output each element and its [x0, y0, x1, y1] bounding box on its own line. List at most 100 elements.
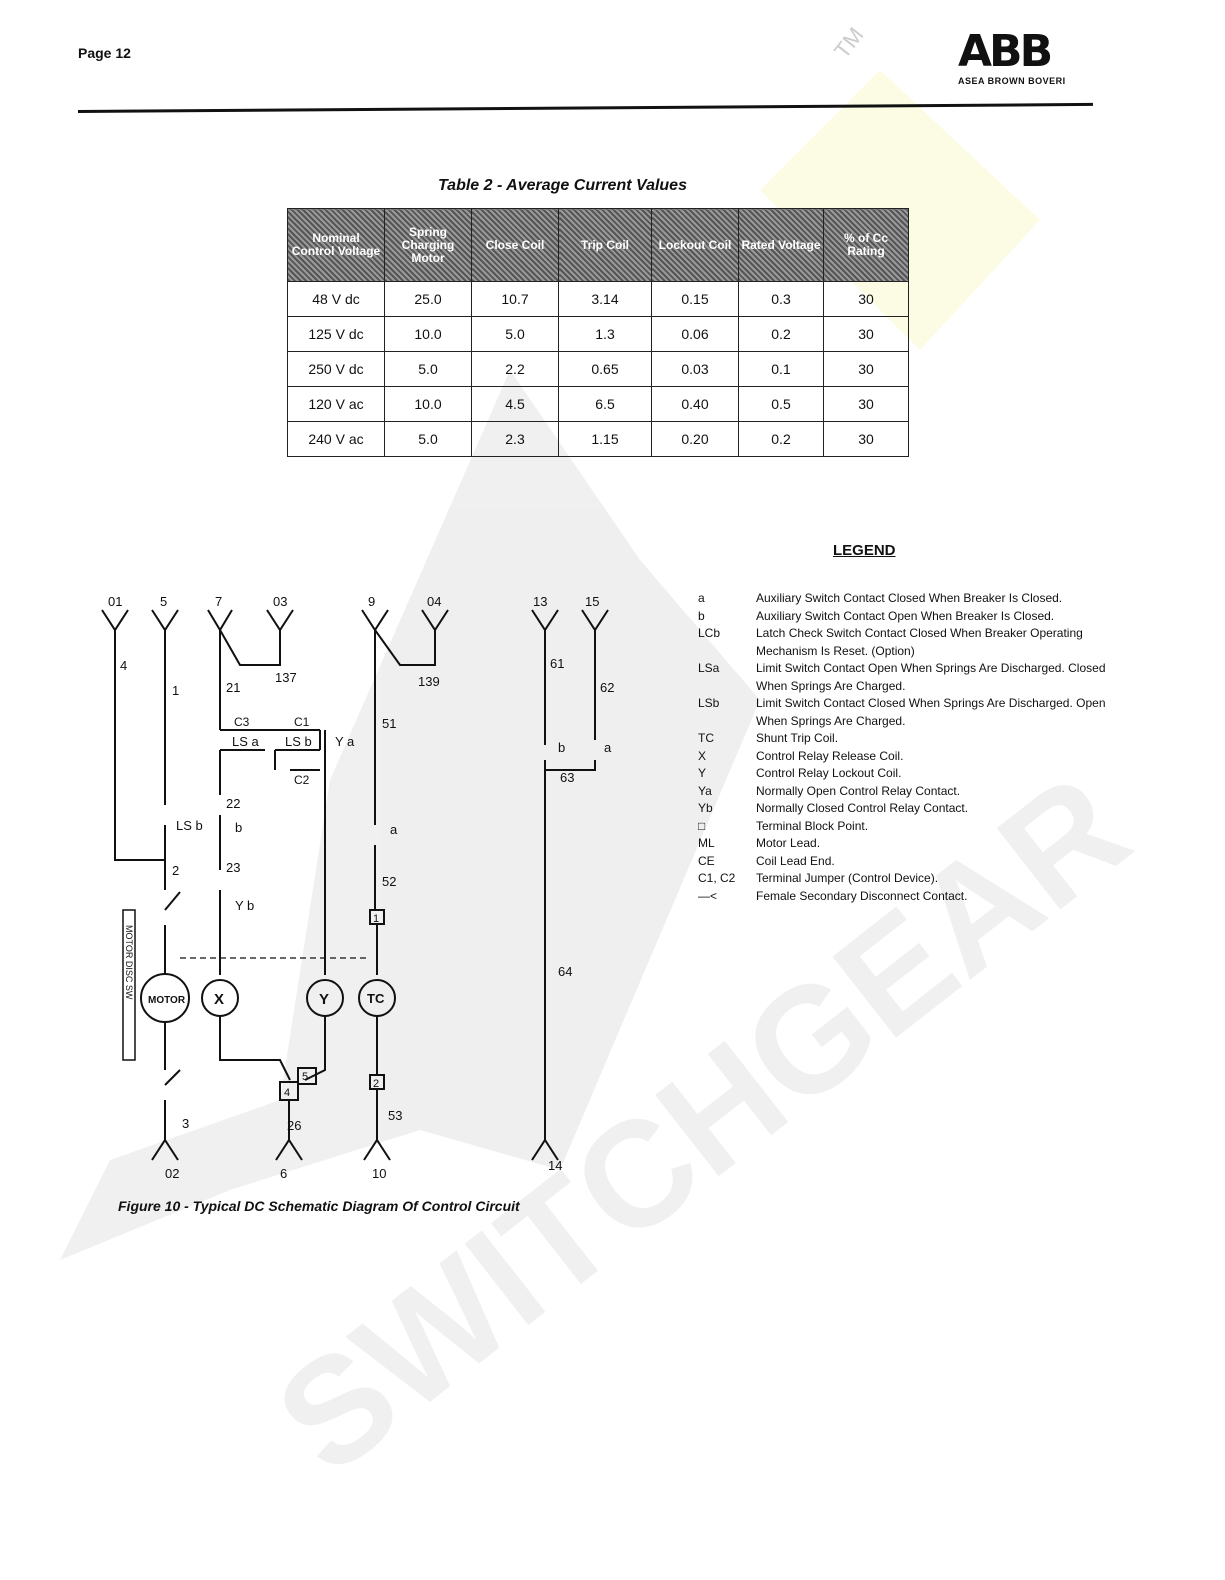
table-cell: 0.65: [558, 351, 652, 387]
contact-label: LS a: [232, 734, 260, 749]
table-cell: 0.15: [651, 281, 739, 317]
legend-key: Ya: [698, 783, 712, 798]
block-label: 2: [373, 1078, 379, 1090]
table-cell: 0.5: [738, 386, 824, 422]
legend-item: LSa Limit Switch Contact Open When Spring…: [698, 660, 1118, 695]
legend-key: LSa: [698, 661, 720, 675]
col-header: Close Coil: [471, 208, 559, 282]
table-header-row: Nominal Control Voltage Spring Charging …: [287, 208, 909, 282]
table-cell: 30: [823, 386, 909, 422]
table-cell: 30: [823, 281, 909, 317]
legend-desc: Normally Closed Control Relay Contact.: [756, 801, 969, 815]
table-cell: 0.3: [738, 281, 824, 317]
table-cell: 3.14: [558, 281, 652, 317]
contact-label: b: [558, 740, 565, 755]
block-label: 1: [373, 913, 379, 925]
legend-key: LCb: [698, 626, 721, 640]
table-cell: 5.0: [471, 316, 559, 352]
legend-desc: Female Secondary Disconnect Contact.: [756, 888, 968, 903]
col-header: Nominal Control Voltage: [287, 208, 385, 282]
terminal-label: 02: [165, 1166, 179, 1180]
col-header: Lockout Coil: [651, 208, 739, 282]
wire-label: 4: [120, 658, 127, 673]
table-row: 120 V ac 10.0 4.5 6.5 0.40 0.5 30: [287, 386, 909, 422]
motor-disc-sw-label: MOTOR DISC SW: [124, 925, 134, 1000]
wire-label: 22: [226, 796, 240, 811]
legend-desc: Limit Switch Contact Open When Springs A…: [756, 661, 1106, 693]
wire-label: 1: [172, 683, 179, 698]
col-header: Spring Charging Motor: [384, 208, 472, 282]
table-cell: 5.0: [384, 351, 472, 387]
legend-desc: Terminal Jumper (Control Device).: [756, 871, 939, 885]
legend-key: TC: [698, 731, 714, 745]
legend-key: X: [698, 748, 707, 763]
wire-label: 3: [182, 1116, 189, 1131]
table-cell: 1.15: [558, 421, 652, 457]
legend-desc: Auxiliary Switch Contact Open When Break…: [756, 608, 1055, 623]
legend-item: Yb Normally Closed Control Relay Contact.: [698, 800, 1118, 818]
terminal-label: 15: [585, 594, 599, 609]
coil-label: MOTOR: [148, 995, 186, 1006]
legend-desc: Limit Switch Contact Closed When Springs…: [756, 696, 1106, 728]
contact-label: Y a: [335, 734, 355, 749]
legend-desc: Terminal Block Point.: [756, 818, 869, 833]
legend-desc: Normally Open Control Relay Contact.: [756, 783, 961, 798]
legend-desc: Auxiliary Switch Contact Closed When Bre…: [756, 591, 1063, 605]
table-cell: 0.1: [738, 351, 824, 387]
terminal-label: 04: [427, 594, 441, 609]
table-cell: 6.5: [558, 386, 652, 422]
header-rule: [77, 102, 1093, 113]
table-row: 240 V ac 5.0 2.3 1.15 0.20 0.2 30: [287, 421, 909, 457]
terminal-label: 6: [280, 1166, 287, 1180]
wire-label: 64: [558, 964, 572, 979]
table-cell: 10.0: [384, 316, 472, 352]
wire-label: 63: [560, 770, 574, 785]
terminal-label: 7: [215, 594, 222, 609]
legend-title: LEGEND: [833, 542, 896, 559]
wire-label: 51: [382, 716, 396, 731]
legend-key: b: [698, 608, 705, 623]
contact-label: a: [604, 740, 612, 755]
table-cell: 1.3: [558, 316, 652, 352]
terminal-label: 9: [368, 594, 375, 609]
wire-label: 2: [172, 863, 179, 878]
legend-key: Yb: [698, 801, 713, 815]
contact-label: a: [390, 822, 398, 837]
legend-desc: Motor Lead.: [756, 836, 821, 850]
terminal-label: 13: [533, 594, 547, 609]
legend-item: □Terminal Block Point.: [698, 818, 1118, 836]
wire-label: 52: [382, 874, 396, 889]
legend-item: b Auxiliary Switch Contact Open When Brea…: [698, 608, 1118, 626]
wire-label: 61: [550, 656, 564, 671]
table-title: Table 2 - Average Current Values: [438, 177, 687, 194]
legend-item: CE Coil Lead End.: [698, 853, 1118, 871]
table-cell: 25.0: [384, 281, 472, 317]
jumper-label: C2: [294, 773, 310, 787]
legend-desc: Coil Lead End.: [756, 853, 835, 868]
table-cell: 10.7: [471, 281, 559, 317]
col-header: % of Cc Rating: [823, 208, 909, 282]
table-cell: 0.2: [738, 316, 824, 352]
wire-label: 53: [388, 1108, 402, 1123]
table-cell: 2.3: [471, 421, 559, 457]
table-cell: 48 V dc: [287, 281, 385, 317]
trademark-mark: TM: [829, 23, 868, 63]
wire-label: 21: [226, 680, 240, 695]
coil-label: Y: [319, 991, 329, 1008]
wire-label: 139: [418, 674, 440, 689]
table-cell: 5.0: [384, 421, 472, 457]
control-circuit-schematic: MOTOR X Y TC 01 5 7 03 9 04 13 15 02 6 1…: [101, 594, 614, 1180]
logo-mark: ABB: [958, 26, 1053, 77]
legend-key: a: [698, 591, 705, 605]
legend-key: CE: [698, 853, 715, 868]
contact-label: LS b: [285, 734, 312, 749]
contact-label: b: [235, 820, 242, 835]
jumper-label: C1: [294, 715, 310, 729]
jumper-label: C3: [234, 715, 250, 729]
table-row: 125 V dc 10.0 5.0 1.3 0.06 0.2 30: [287, 316, 909, 352]
